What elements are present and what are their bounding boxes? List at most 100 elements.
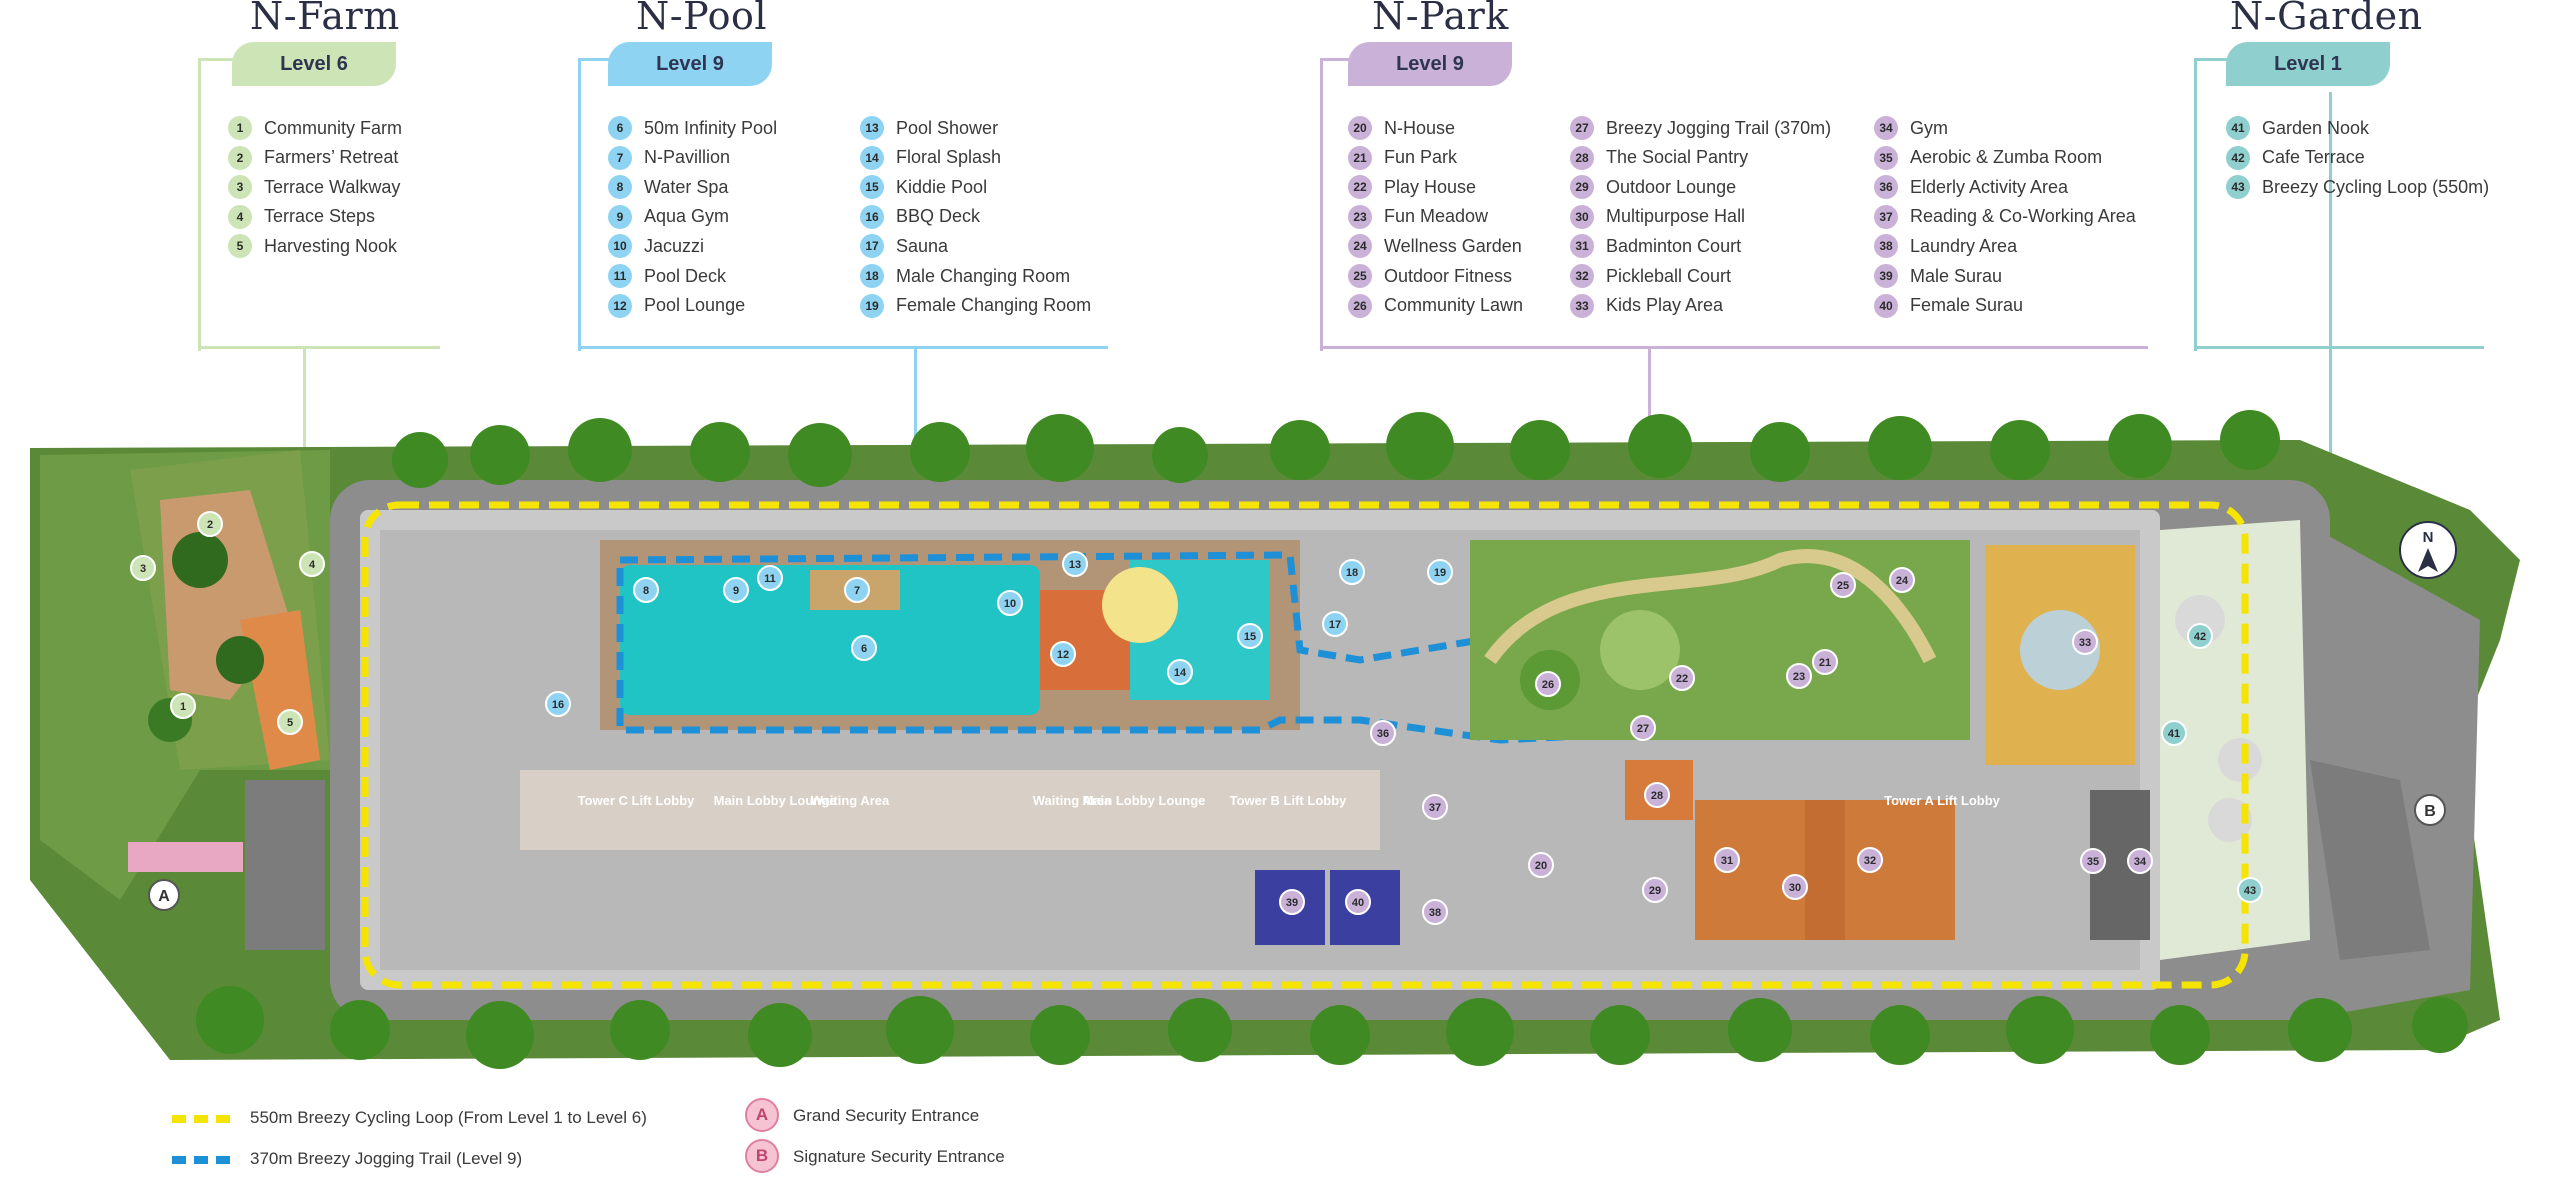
pool-map-marker — [997, 590, 1023, 616]
entrance-b-letter: B — [2424, 803, 2436, 820]
cycling-loop — [361, 501, 2249, 989]
park-number-badge: 40 — [1874, 293, 1898, 318]
park-number-badge: 38 — [1874, 234, 1898, 259]
north-letter: N — [2423, 529, 2434, 546]
waiting-area-label-c: Waiting Area — [811, 793, 890, 808]
pool-map-marker-number: 15 — [1244, 631, 1256, 643]
pool-number-badge: 19 — [860, 293, 884, 318]
pool-map-marker — [723, 577, 749, 603]
park-number-badge: 37 — [1874, 204, 1898, 229]
north-arrow-icon — [2418, 548, 2438, 572]
pool-map-marker-number: 17 — [1329, 619, 1341, 631]
pool-number-badge: 17 — [860, 234, 884, 259]
cycling-legend-icon — [172, 1115, 232, 1123]
park-map-marker — [1535, 671, 1561, 697]
garden-map-marker — [2187, 623, 2213, 649]
park-map-marker — [1422, 899, 1448, 925]
pool-map-marker-number: 19 — [1434, 567, 1446, 579]
signature-entrance-label: Signature Security Entrance — [793, 1147, 1005, 1166]
farm-map-marker — [277, 709, 303, 735]
main-lobby-label-c: Main Lobby Lounge — [714, 793, 837, 808]
park-map-marker-number: 31 — [1721, 855, 1733, 867]
entrance-b-gate — [2310, 760, 2430, 960]
park-number-badge: 32 — [1570, 264, 1594, 288]
farm-item-label: Farmers’ Retreat — [264, 147, 399, 168]
park-map-marker-number: 28 — [1651, 790, 1663, 802]
pool-map-marker — [1062, 551, 1088, 577]
pool-item-label: Pool Lounge — [644, 295, 746, 316]
park-item-label: Wellness Garden — [1384, 235, 1522, 256]
pool-map-marker-number: 18 — [1346, 567, 1358, 579]
grand-entrance-icon: A — [745, 1098, 779, 1132]
park-number-badge: 28 — [1570, 145, 1594, 170]
park-map-marker-number: 35 — [2087, 856, 2099, 868]
park-map-marker-number: 27 — [1637, 723, 1649, 735]
park-map-marker — [1714, 847, 1740, 873]
pool-item-label: N-Pavillion — [644, 147, 731, 168]
park-map-marker — [2072, 629, 2098, 655]
pool-map-marker-number: 7 — [854, 585, 860, 597]
farm-item-label: Terrace Steps — [264, 206, 376, 227]
park-number-badge: 27 — [1570, 116, 1594, 140]
farm-map-marker-number: 2 — [207, 519, 213, 531]
entrance-b-marker — [2414, 794, 2446, 826]
farm-number-badge: 5 — [228, 234, 252, 259]
park-item-label: Kids Play Area — [1606, 295, 1724, 316]
park-number-badge: 24 — [1348, 234, 1372, 259]
pool-item-label: Aqua Gym — [644, 206, 730, 227]
farm-map-marker-number: 3 — [140, 563, 146, 575]
pool-map-marker-number: 12 — [1057, 649, 1069, 661]
park-number-badge: 22 — [1348, 175, 1372, 200]
park-item-label: Pickleball Court — [1606, 265, 1732, 286]
park-item: 24 Wellness Garden — [1348, 234, 1522, 259]
pickleball-court — [1845, 800, 1955, 940]
park-item-label: Gym — [1910, 117, 1948, 138]
park-map-marker — [2127, 848, 2153, 874]
pool-map-marker — [1322, 611, 1348, 637]
park-item-label: Laundry Area — [1910, 235, 2018, 256]
park-item: 27 Breezy Jogging Trail (370m) — [1570, 116, 1831, 140]
pool-map-marker-number: 9 — [733, 585, 739, 597]
park-map-marker-number: 30 — [1789, 882, 1801, 894]
park-item-label: Badminton Court — [1606, 235, 1742, 256]
farm-terraces — [130, 450, 330, 770]
garden-level-tab: Level 1 — [2226, 42, 2390, 86]
park-number-badge: 39 — [1874, 264, 1898, 288]
park-map-marker-number: 32 — [1864, 855, 1876, 867]
pool-number-badge: 15 — [860, 175, 884, 200]
tower-c-label: Tower C Lift Lobby — [578, 793, 696, 808]
park-number-badge: 20 — [1348, 116, 1372, 140]
park-leader-bottom — [1320, 346, 2148, 349]
farm-map-marker — [299, 551, 325, 577]
pool-map-marker — [1050, 641, 1076, 667]
pool-item-label: Pool Deck — [644, 265, 727, 286]
jogging-trail — [616, 551, 1934, 744]
park-item-label: Fun Park — [1384, 147, 1458, 168]
badminton-court — [1695, 800, 1805, 940]
waiting-area-label-b: Waiting Area — [1033, 793, 1112, 808]
park-item-label: Breezy Jogging Trail (370m) — [1606, 117, 1832, 138]
site-plan-map: Tower C Lift Lobby Main Lobby Lounge Wai… — [30, 410, 2520, 1069]
farm-item-label: Community Farm — [264, 117, 403, 138]
pool-item-label: Kiddie Pool — [896, 176, 988, 197]
pool-number-badge: 18 — [860, 264, 884, 288]
park-map-marker-number: 40 — [1352, 897, 1364, 909]
park-item-label: Fun Meadow — [1384, 206, 1489, 227]
entrance-a-flowers — [128, 842, 243, 872]
